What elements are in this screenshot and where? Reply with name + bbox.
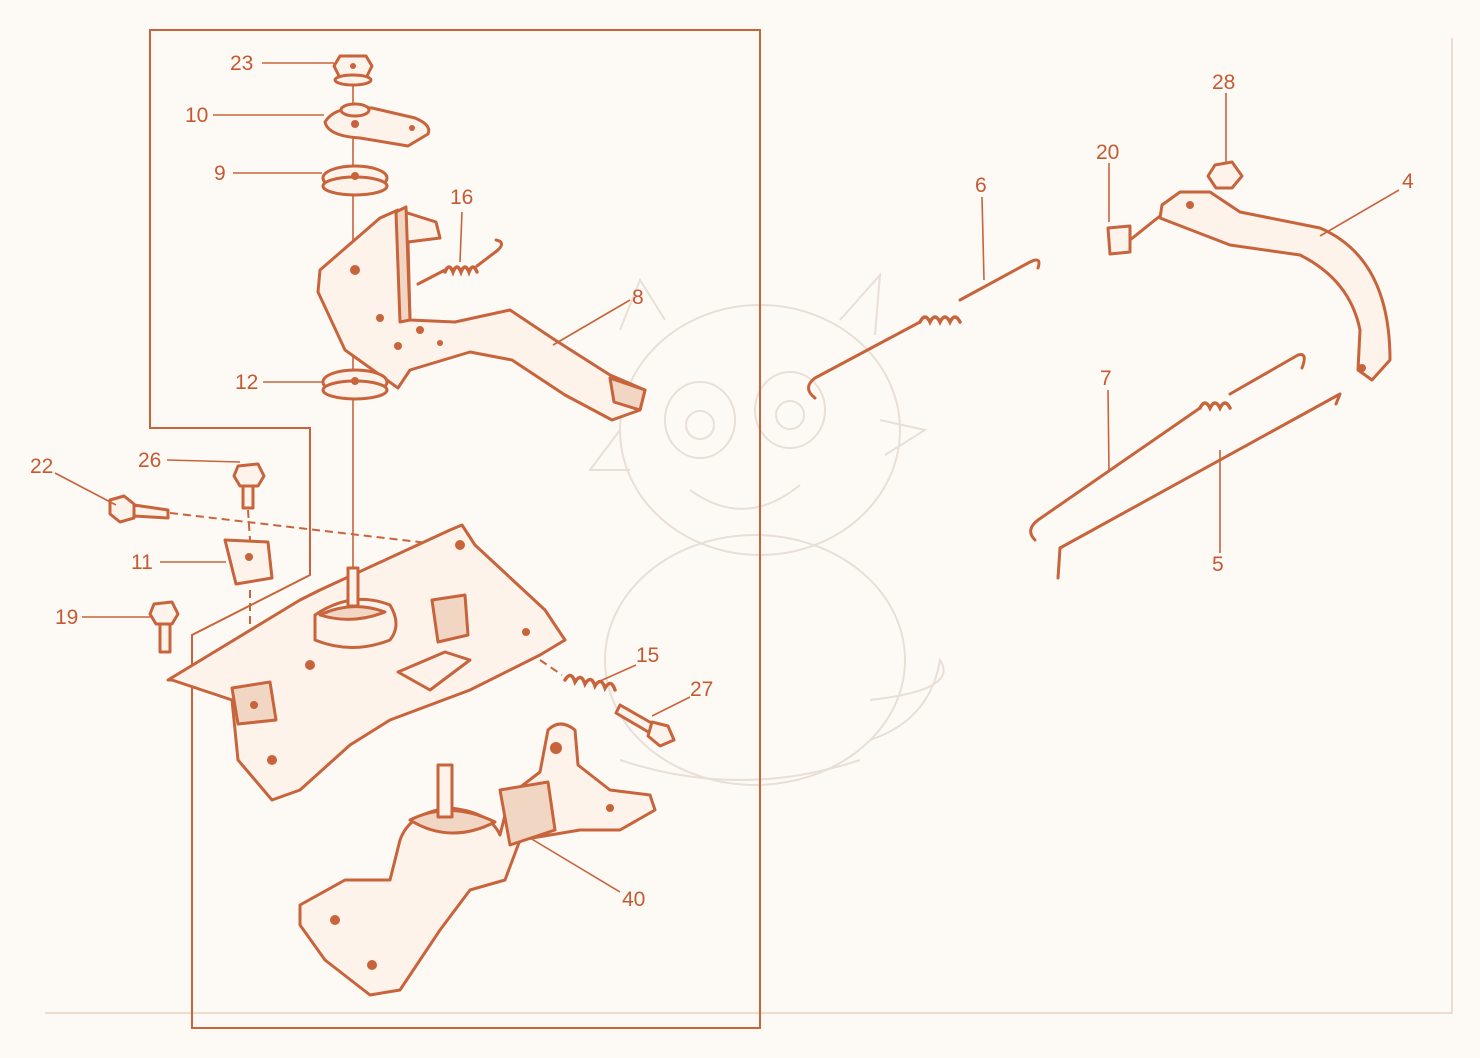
part-19-bolt — [148, 600, 180, 654]
callout-15: 15 — [636, 644, 659, 667]
callout-5: 5 — [1212, 553, 1224, 576]
part-15-spring — [539, 659, 617, 693]
part-7-spring-rod — [1029, 353, 1306, 542]
part-22-bolt — [108, 494, 446, 546]
callout-8: 8 — [632, 286, 644, 309]
part-23-flange-nut — [332, 54, 374, 87]
callout-12: 12 — [235, 371, 258, 394]
callout-20: 20 — [1096, 141, 1119, 164]
part-27-screw — [614, 703, 676, 748]
part-5-rod — [1056, 392, 1342, 580]
callout-40: 40 — [622, 888, 645, 911]
part-8-control-bracket — [316, 205, 647, 422]
page-border — [45, 38, 1453, 1014]
part-9-washer — [321, 164, 389, 197]
callout-10: 10 — [185, 104, 208, 127]
callout-9: 9 — [214, 162, 226, 185]
callout-22: 22 — [30, 455, 53, 478]
part-12-washer — [321, 368, 389, 401]
callout-28: 28 — [1212, 71, 1235, 94]
callout-11: 11 — [131, 551, 153, 574]
part-10-lever-plate — [323, 102, 431, 148]
part-4-lever-arm — [1106, 160, 1392, 382]
callout-7: 7 — [1100, 367, 1112, 390]
part-26-bolt — [232, 462, 266, 541]
callout-4: 4 — [1402, 170, 1414, 193]
assembly-frame — [149, 29, 761, 1029]
callout-labels: 23 10 9 16 8 12 22 26 11 19 15 27 40 6 2… — [30, 52, 1414, 911]
callout-26: 26 — [138, 449, 161, 472]
part-6-spring-rod — [807, 258, 1041, 400]
base-plate — [166, 523, 567, 802]
watermark-dragon-mascot — [588, 272, 945, 786]
callout-6: 6 — [975, 174, 987, 197]
callout-27: 27 — [690, 678, 713, 701]
part-11-clip-nut — [223, 538, 274, 680]
callout-23: 23 — [230, 52, 253, 75]
callout-16: 16 — [450, 186, 473, 209]
part-40-lower-bracket — [298, 722, 657, 997]
leader-lines — [54, 62, 1400, 893]
part-16-spring — [416, 238, 503, 286]
callout-19: 19 — [55, 606, 78, 629]
